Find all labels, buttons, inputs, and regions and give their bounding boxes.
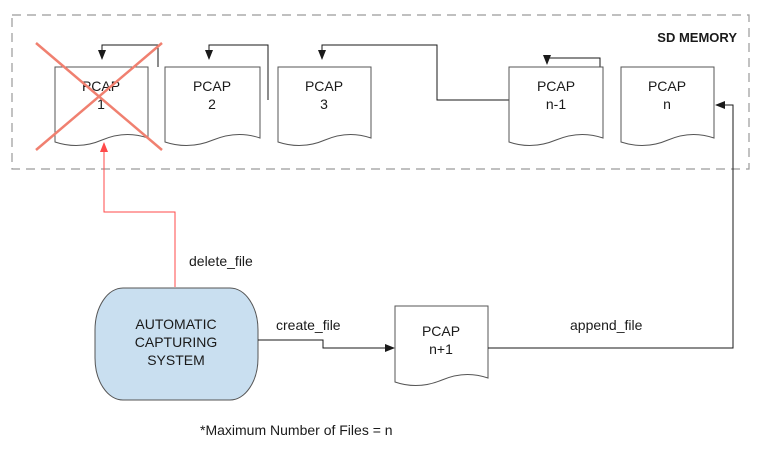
- sd-memory-region: [11, 14, 750, 170]
- file-n-minus-1-name: PCAP: [537, 78, 575, 94]
- file-1-number: 1: [97, 96, 105, 112]
- file-3-number: 3: [320, 96, 328, 112]
- delete-mark-line-2: [35, 42, 163, 151]
- append-file-label: append_file: [570, 317, 643, 333]
- file-n-name: PCAP: [648, 78, 686, 94]
- file-n-plus-1-number: n+1: [429, 341, 453, 357]
- arrow-2-to-1: [98, 44, 159, 67]
- file-3-name: PCAP: [305, 78, 343, 94]
- max-files-note: *Maximum Number of Files = n: [200, 422, 393, 438]
- system-label-line-1: AUTOMATIC: [135, 316, 216, 332]
- system-label-line-2: CAPTURING: [135, 334, 217, 350]
- file-2-number: 2: [208, 96, 216, 112]
- file-n-minus-1-number: n-1: [546, 96, 566, 112]
- delete-file-label: delete_file: [189, 253, 253, 269]
- file-n-plus-1-name: PCAP: [422, 323, 460, 339]
- file-n-number: n: [663, 96, 671, 112]
- system-label-line-3: SYSTEM: [147, 352, 205, 368]
- sd-memory-label: SD MEMORY: [657, 30, 737, 45]
- pcap-file-n: PCAP n: [620, 66, 715, 146]
- pcap-file-n-minus-1: PCAP n-1: [508, 66, 604, 146]
- append-file-arrow: [488, 101, 734, 349]
- pcap-file-2: PCAP 2: [164, 66, 261, 146]
- create-file-arrow: [258, 339, 395, 352]
- delete-file-arrow: [100, 142, 176, 287]
- pcap-file-1: PCAP 1: [35, 42, 163, 151]
- pcap-file-n-plus-1: PCAP n+1: [394, 305, 489, 386]
- arrow-3-to-2: [205, 44, 269, 100]
- create-file-label: create_file: [276, 317, 341, 333]
- file-2-name: PCAP: [193, 78, 231, 94]
- automatic-capturing-system: AUTOMATIC CAPTURING SYSTEM: [94, 287, 259, 401]
- pcap-file-3: PCAP 3: [277, 66, 372, 146]
- file-chain-arrows: [98, 44, 601, 101]
- arrow-n-1-to-3: [318, 44, 509, 101]
